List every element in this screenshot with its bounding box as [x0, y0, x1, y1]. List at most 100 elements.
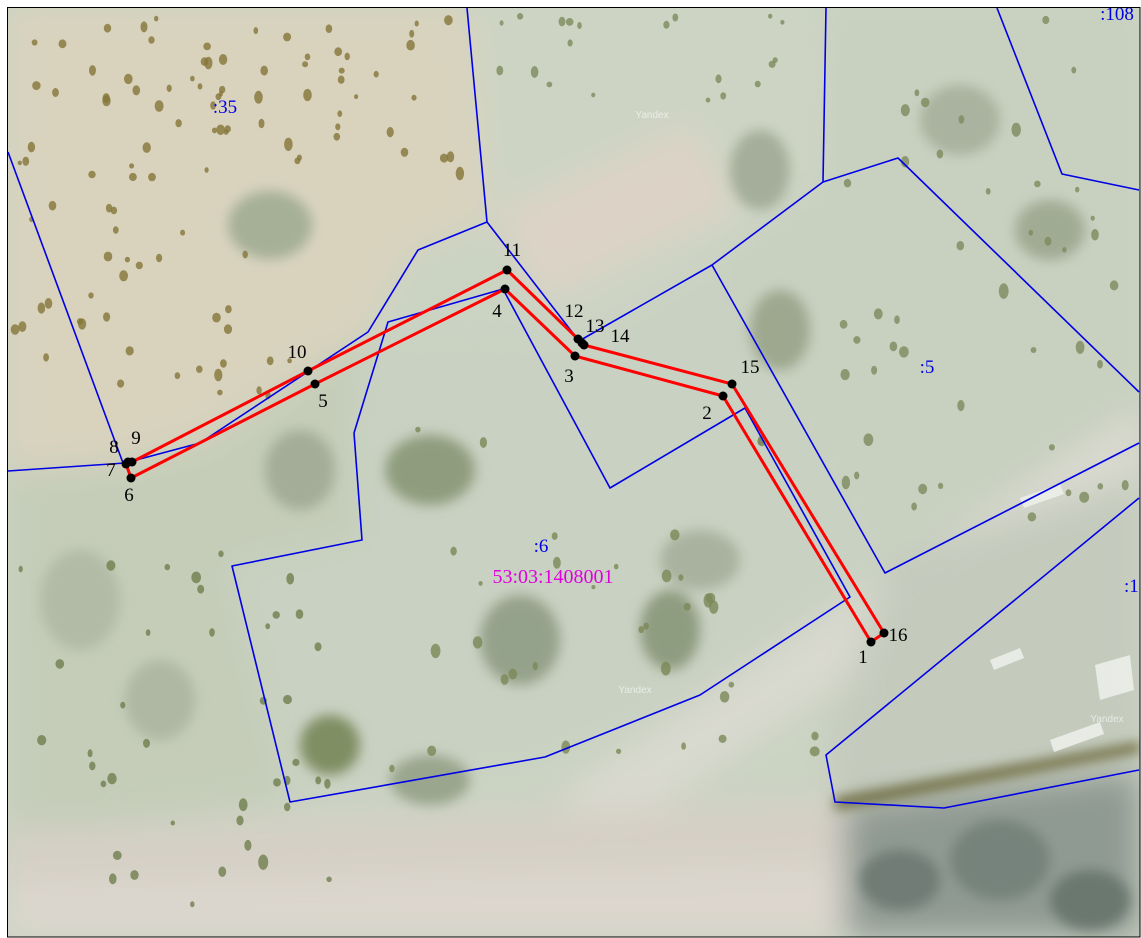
shrub-dot	[175, 119, 182, 128]
shrub-dot	[142, 142, 151, 153]
shrub-dot	[863, 433, 874, 447]
shrub-dot	[1011, 122, 1021, 137]
shrub-dot	[901, 156, 910, 168]
shrub-dot	[871, 365, 878, 375]
shrub-dot	[998, 283, 1009, 299]
shrub-dot	[337, 75, 345, 84]
roof-area	[496, 126, 738, 300]
shrub-dot	[295, 609, 304, 619]
point-label: 16	[889, 625, 908, 646]
point-label: 12	[565, 301, 584, 322]
shrub-dot	[326, 876, 332, 883]
shrub-dot	[106, 560, 116, 571]
shrub-layer	[10, 12, 1129, 908]
parcel-boundary-line	[711, 264, 1140, 574]
shrub-dot	[242, 250, 248, 259]
shrub-dot	[124, 73, 133, 85]
tree-cluster	[860, 850, 940, 910]
shrub-dot	[839, 319, 848, 329]
parcel-labels: :35 :108 :5 :6 :1	[213, 4, 1139, 597]
shrub-dot	[577, 22, 582, 29]
shrub-dot	[718, 734, 727, 743]
tree-cluster	[1050, 870, 1130, 930]
map-frame	[7, 7, 1141, 938]
shrub-dot	[218, 866, 227, 877]
shrub-dot	[314, 642, 322, 652]
point-marker-3	[570, 351, 580, 361]
shrub-dot	[430, 643, 441, 659]
shrub-dot	[265, 623, 271, 630]
point-label: 11	[503, 240, 521, 261]
point-label: 9	[131, 428, 141, 449]
shrub-dot	[591, 585, 596, 590]
shrub-dot	[258, 854, 269, 870]
shrub-dot	[567, 39, 573, 47]
shrub-dot	[31, 39, 38, 46]
shrub-dot	[203, 42, 211, 51]
shrub-dot	[148, 36, 155, 44]
shrub-dot	[663, 20, 670, 29]
shrub-dot	[938, 482, 944, 489]
shrub-dot	[191, 571, 202, 584]
shrub-dot	[110, 206, 118, 215]
shrub-dot	[517, 12, 524, 20]
point-marker-16	[879, 628, 889, 638]
shrub-dot	[117, 379, 125, 388]
shrub-dot	[496, 65, 504, 76]
shrub-dot	[223, 129, 229, 135]
shrub-dot	[219, 85, 226, 94]
shrub-dot	[196, 365, 203, 373]
building-roof	[1050, 722, 1104, 752]
shrub-dot	[411, 94, 417, 101]
point-marker-1	[866, 637, 876, 647]
shrub-dot	[135, 261, 143, 270]
shrub-dot	[1030, 347, 1037, 353]
shrub-dot	[400, 147, 409, 157]
shrub-dot	[129, 172, 137, 182]
shrub-dot	[546, 81, 553, 88]
tree-cluster	[300, 715, 360, 775]
shrub-dot	[325, 24, 333, 33]
shrub-dot	[1044, 236, 1052, 246]
shrub-dot	[479, 437, 487, 448]
shrub-dot	[409, 29, 415, 38]
parcel-label-108: :108	[1100, 4, 1134, 25]
shrub-dot	[170, 820, 175, 826]
parcel-label-35: :35	[213, 97, 237, 118]
shrub-dot	[88, 292, 94, 299]
shrub-dot	[889, 341, 898, 352]
shrub-dot	[284, 802, 291, 812]
watermark: Yandex	[1090, 714, 1123, 725]
shrub-dot	[532, 662, 538, 671]
shrub-dot	[616, 748, 622, 754]
shrub-dot	[197, 584, 205, 594]
point-label: 6	[124, 485, 134, 506]
shrub-dot	[88, 170, 96, 179]
shrub-dot	[44, 298, 53, 309]
shrub-dot	[166, 84, 172, 93]
shrub-dot	[180, 229, 186, 236]
shrub-dot	[204, 167, 209, 173]
shrub-dot	[124, 256, 130, 263]
shrub-dot	[107, 772, 117, 785]
shrub-dot	[672, 13, 679, 22]
shrub-dot	[211, 127, 217, 134]
shrub-dot	[757, 438, 764, 446]
parcel-boundary-line	[822, 157, 1140, 393]
shrub-dot	[811, 731, 819, 741]
field-area	[712, 7, 1140, 560]
shrub-dot	[292, 758, 300, 767]
point-marker-2	[718, 391, 728, 401]
parcel-boundary-line	[7, 151, 124, 464]
shrub-dot	[705, 97, 711, 103]
tree-cluster	[750, 290, 810, 370]
shrub-dot	[103, 23, 112, 33]
shrub-dot	[911, 502, 917, 511]
watermark: Yandex	[635, 110, 668, 121]
shrub-dot	[27, 141, 36, 153]
shrub-dot	[1034, 180, 1041, 188]
satellite-imagery	[7, 7, 1140, 937]
road-area	[560, 405, 1140, 845]
